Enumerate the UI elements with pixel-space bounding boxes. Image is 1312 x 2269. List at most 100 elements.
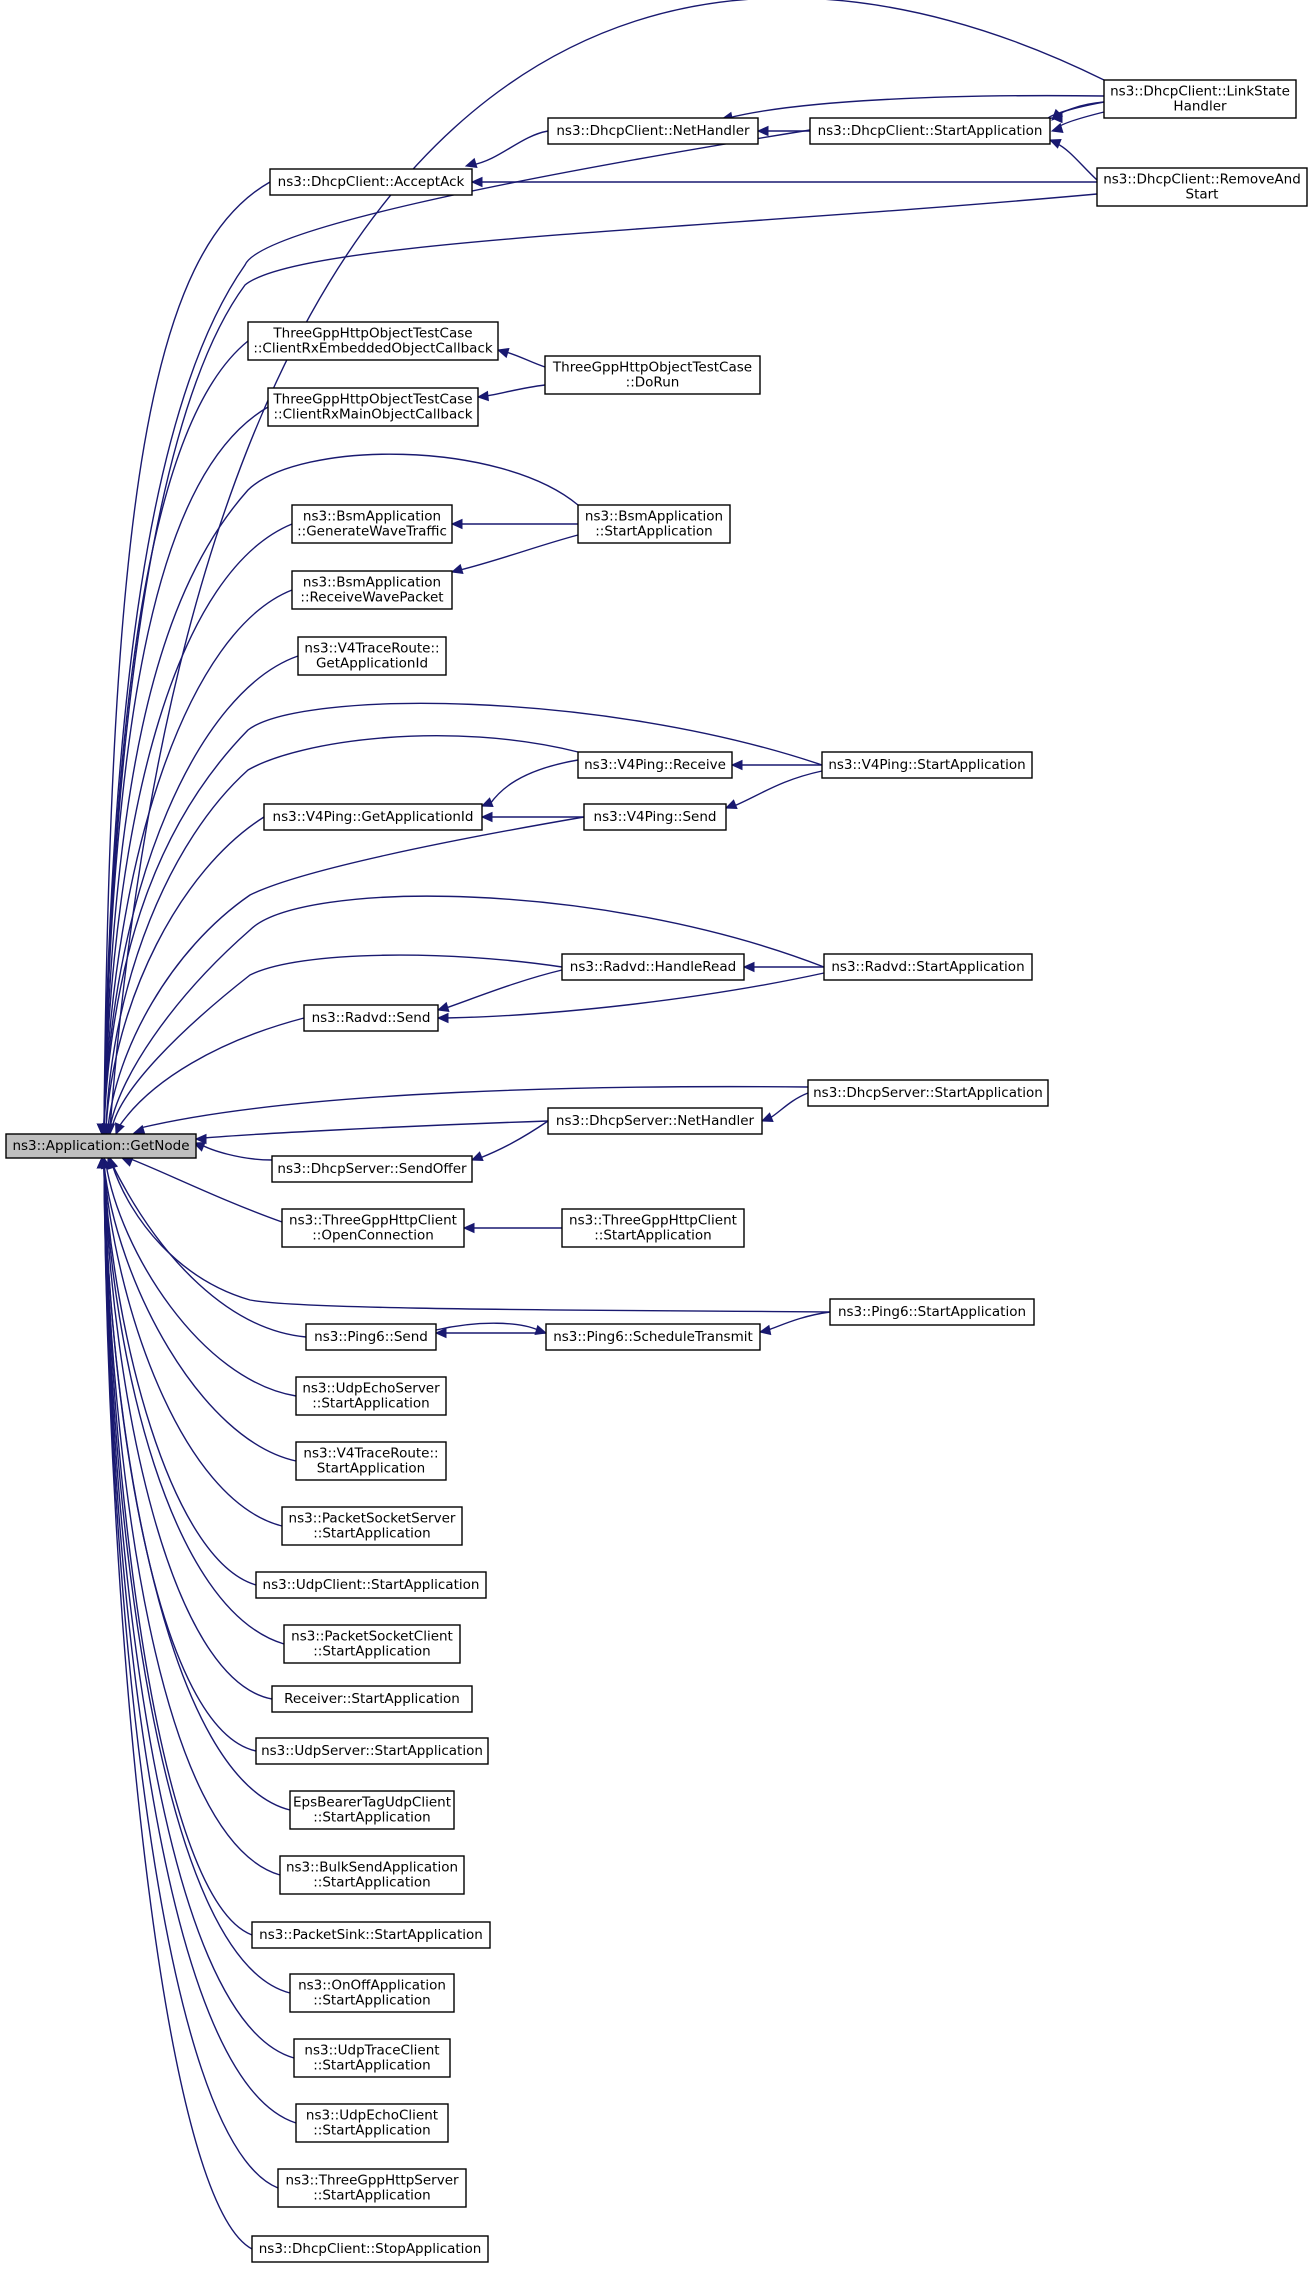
edge-layer: [96, 0, 1105, 2250]
node-label: ns3::V4TraceRoute::: [304, 641, 439, 657]
graph-node-ds-sendoffer[interactable]: ns3::DhcpServer::SendOffer: [271, 1155, 473, 1183]
edge-arrowhead: [470, 176, 483, 188]
call-edge: [479, 1120, 549, 1159]
call-edge: [103, 1163, 253, 1936]
graph-node-v4p-start[interactable]: ns3::V4Ping::StartApplication: [821, 751, 1033, 779]
call-edge: [103, 181, 271, 1129]
edge-arrowhead: [192, 1142, 206, 1152]
node-label: ThreeGppHttpObjectTestCase: [272, 326, 472, 342]
edge-arrowhead: [742, 961, 755, 973]
graph-node-ues-start[interactable]: ns3::UdpEchoServer::StartApplication: [295, 1376, 447, 1416]
graph-node-bsm-start[interactable]: ns3::BsmApplication::StartApplication: [577, 504, 731, 544]
node-label: Handler: [1173, 99, 1227, 115]
node-label: ns3::Ping6::Send: [314, 1329, 428, 1345]
graph-node-v4p-send[interactable]: ns3::V4Ping::Send: [583, 803, 727, 831]
graph-node-p6-send[interactable]: ns3::Ping6::Send: [305, 1323, 437, 1351]
call-edge: [103, 1163, 291, 1811]
node-box: [247, 321, 499, 361]
graph-node-ebt-start[interactable]: EpsBearerTagUdpClient::StartApplication: [289, 1790, 455, 1830]
call-edge: [105, 735, 579, 1129]
graph-node-ths-start[interactable]: ns3::ThreeGppHttpServer::StartApplicatio…: [277, 2168, 467, 2208]
graph-node-bsm-gen[interactable]: ns3::BsmApplication::GenerateWaveTraffic: [291, 504, 453, 544]
call-edge: [767, 1311, 831, 1331]
node-box: [263, 803, 483, 831]
call-edge: [103, 1163, 257, 1586]
graph-node-sink-start[interactable]: ns3::PacketSink::StartApplication: [251, 1921, 491, 1949]
node-box: [583, 803, 727, 831]
node-label: ::StartApplication: [313, 2058, 431, 2074]
node-label: ::ClientRxMainObjectCallback: [273, 407, 472, 423]
graph-node-bulk-start[interactable]: ns3::BulkSendApplication::StartApplicati…: [279, 1855, 465, 1895]
graph-node-utc-start[interactable]: ns3::UdpTraceClient::StartApplication: [293, 2038, 451, 2078]
call-edge: [489, 759, 579, 805]
graph-node-bsm-recv[interactable]: ns3::BsmApplication::ReceiveWavePacket: [291, 570, 453, 610]
call-edge: [111, 954, 563, 1129]
node-box: [291, 570, 453, 610]
graph-node-v4p-getid[interactable]: ns3::V4Ping::GetApplicationId: [263, 803, 483, 831]
node-box: [5, 1133, 197, 1159]
edge-arrowhead: [120, 1157, 134, 1167]
graph-node-uc-start[interactable]: ns3::UdpClient::StartApplication: [255, 1571, 487, 1599]
graph-node-ds-start[interactable]: ns3::DhcpServer::StartApplication: [807, 1079, 1049, 1107]
edge-arrowhead: [470, 1151, 484, 1161]
call-edge: [769, 1092, 809, 1119]
edge-arrowhead: [760, 1112, 774, 1122]
edge-arrowhead: [434, 1327, 447, 1339]
graph-node-rad-send[interactable]: ns3::Radvd::Send: [303, 1004, 439, 1032]
graph-node-dc-nethandler[interactable]: ns3::DhcpClient::NetHandler: [547, 117, 759, 145]
node-label: ::StartApplication: [594, 1228, 712, 1244]
graph-node-dc-acceptack[interactable]: ns3::DhcpClient::AcceptAck: [269, 168, 473, 196]
edge-arrowhead: [1048, 139, 1062, 149]
edge-arrowhead: [464, 157, 478, 169]
edge-arrowhead: [450, 563, 464, 575]
graph-node-p6-start[interactable]: ns3::Ping6::StartApplication: [829, 1298, 1035, 1326]
graph-node-onoff-start[interactable]: ns3::OnOffApplication::StartApplication: [289, 1973, 455, 2013]
graph-node-dc-stop[interactable]: ns3::DhcpClient::StopApplication: [251, 2235, 489, 2263]
node-label: ns3::ThreeGppHttpServer: [285, 2173, 459, 2189]
call-edge: [459, 534, 579, 571]
graph-node-psc-start[interactable]: ns3::PacketSocketClient::StartApplicatio…: [283, 1624, 461, 1664]
node-box: [271, 1685, 473, 1713]
edge-arrowhead: [115, 1122, 125, 1136]
graph-node-dc-start[interactable]: ns3::DhcpClient::StartApplication: [809, 117, 1051, 145]
node-label: ns3::V4Ping::Send: [594, 809, 717, 825]
call-edge: [103, 1163, 297, 1462]
call-edge: [103, 406, 269, 1129]
call-edge: [445, 972, 825, 1019]
node-label: StartApplication: [317, 1461, 425, 1477]
graph-node-v4tr-start[interactable]: ns3::V4TraceRoute::StartApplication: [295, 1441, 447, 1481]
node-label: ns3::V4Ping::GetApplicationId: [273, 809, 474, 825]
node-label: ns3::PacketSocketServer: [289, 1511, 456, 1527]
node-box: [289, 1973, 455, 2013]
graph-node-thc-open[interactable]: ns3::ThreeGppHttpClient::OpenConnection: [281, 1208, 465, 1248]
node-box: [251, 1921, 491, 1949]
graph-node-rad-read[interactable]: ns3::Radvd::HandleRead: [561, 953, 745, 981]
graph-node-root[interactable]: ns3::Application::GetNode: [5, 1133, 197, 1159]
node-box: [269, 168, 473, 196]
call-edge: [1055, 142, 1098, 181]
graph-node-ds-nethandler[interactable]: ns3::DhcpServer::NetHandler: [547, 1107, 763, 1135]
graph-node-recv-start[interactable]: Receiver::StartApplication: [271, 1685, 473, 1713]
graph-node-tg-main[interactable]: ThreeGppHttpObjectTestCase::ClientRxMain…: [267, 387, 479, 427]
node-box: [547, 117, 759, 145]
graph-node-p6-sched[interactable]: ns3::Ping6::ScheduleTransmit: [545, 1323, 761, 1351]
graph-node-v4tr-getid[interactable]: ns3::V4TraceRoute::GetApplicationId: [297, 636, 447, 676]
node-label: ns3::ThreeGppHttpClient: [289, 1213, 457, 1229]
graph-node-uec-start[interactable]: ns3::UdpEchoClient::StartApplication: [295, 2103, 449, 2143]
graph-node-rad-start[interactable]: ns3::Radvd::StartApplication: [823, 953, 1033, 981]
graph-node-pss-start[interactable]: ns3::PacketSocketServer::StartApplicatio…: [281, 1506, 463, 1546]
node-label: ::StartApplication: [313, 2123, 431, 2139]
node-label: ::StartApplication: [313, 1993, 431, 2009]
graph-node-tg-dorun[interactable]: ThreeGppHttpObjectTestCase::DoRun: [544, 355, 761, 395]
graph-node-us-start[interactable]: ns3::UdpServer::StartApplication: [255, 1737, 489, 1765]
call-edge: [107, 816, 585, 1129]
edge-arrowhead: [436, 1012, 449, 1024]
graph-node-tg-embedded[interactable]: ThreeGppHttpObjectTestCase::ClientRxEmbe…: [247, 321, 499, 361]
graph-node-v4p-recv[interactable]: ns3::V4Ping::Receive: [577, 751, 733, 779]
node-label: ns3::UdpServer::StartApplication: [261, 1743, 483, 1759]
graph-node-thc-start[interactable]: ns3::ThreeGppHttpClient::StartApplicatio…: [561, 1208, 745, 1248]
node-layer: ns3::Application::GetNodens3::DhcpClient…: [5, 79, 1308, 2263]
node-label: ns3::DhcpClient::RemoveAnd: [1103, 172, 1301, 188]
